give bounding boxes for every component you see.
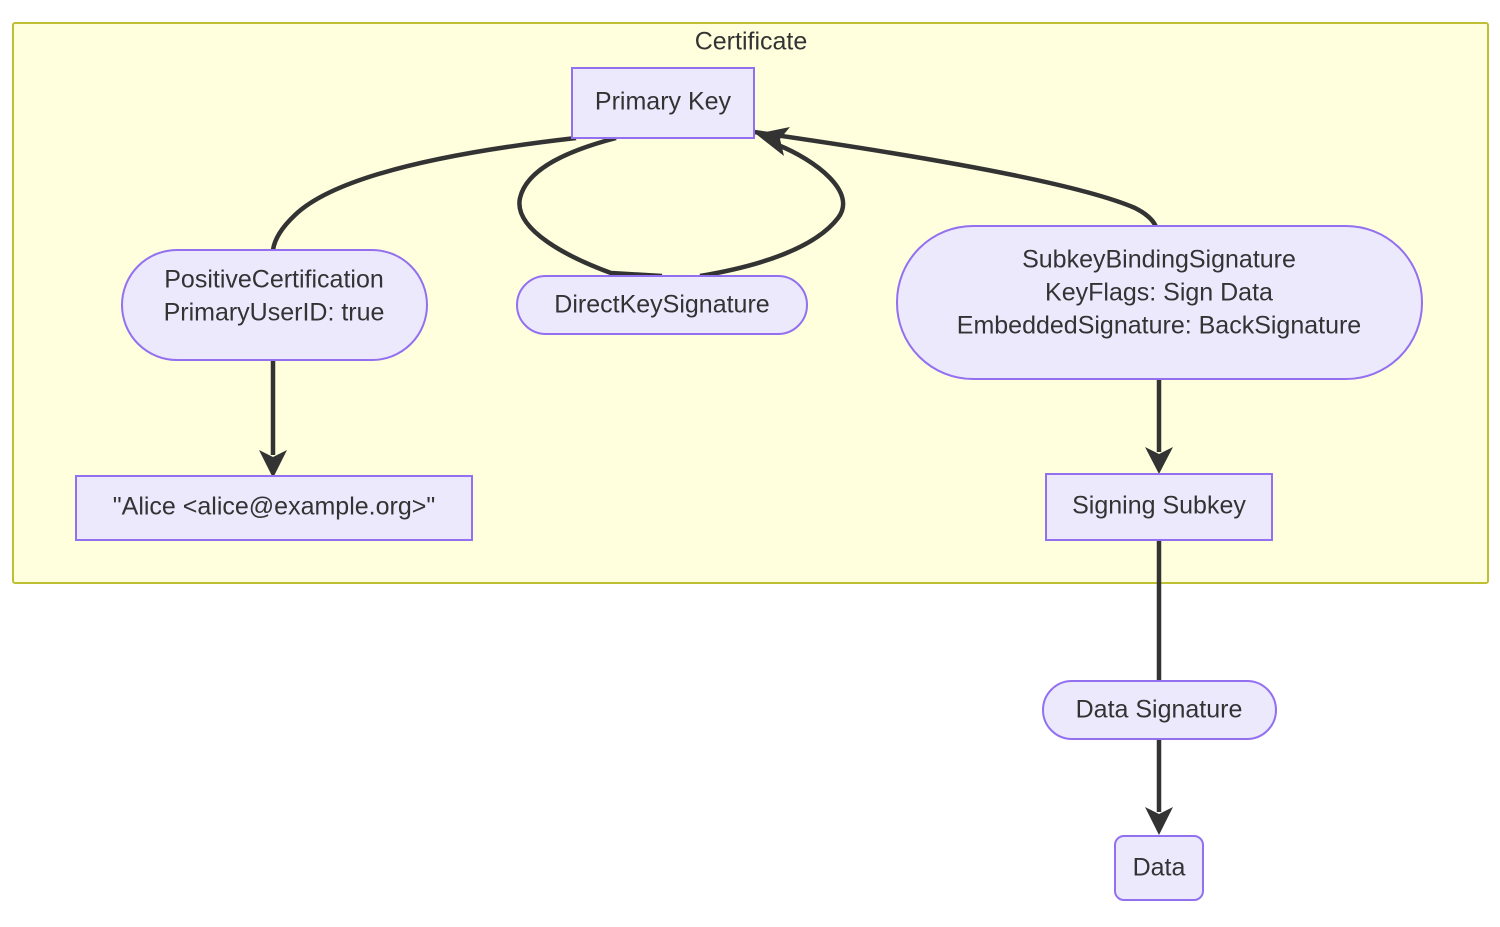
edge-primarykey-to-subkeybindingsignature [753,129,1162,241]
edge-datasignature-to-data [1145,738,1173,835]
node-primary-key-shape[interactable] [571,67,755,139]
node-data[interactable]: Data [1114,835,1204,901]
node-user-id[interactable]: "Alice <alice@example.org>" [75,475,473,541]
node-positive-certification-label-line1: PositiveCertification [164,266,384,294]
node-subkey-binding-signature[interactable]: SubkeyBindingSignature KeyFlags: Sign Da… [896,225,1423,380]
edge-path-primarykey-positivecertification [270,135,577,251]
arrowhead-positivecertification-userid [259,450,287,478]
node-data-label: Data [1133,854,1186,882]
node-primary-key-label: Primary Key [595,88,732,116]
edge-path-primarykey-subkeybindingsignature [753,129,1162,241]
node-primary-key[interactable]: Primary Key [571,67,755,139]
node-subkey-binding-signature-label-line3: EmbeddedSignature: BackSignature [957,312,1361,340]
node-user-id-label: "Alice <alice@example.org>" [113,493,435,521]
node-subkey-binding-signature-label-line2: KeyFlags: Sign Data [1045,279,1273,307]
node-data-signature[interactable]: Data Signature [1042,680,1277,740]
edge-primarykey-to-positivecertification [270,135,577,251]
edge-path-primarykey-directkeysignature [517,135,663,279]
node-subkey-binding-signature-shape[interactable] [896,225,1423,380]
node-positive-certification-shape[interactable] [121,249,428,361]
node-direct-key-signature[interactable]: DirectKeySignature [516,275,808,335]
node-data-signature-label: Data Signature [1076,696,1243,724]
edge-subkeybindingsignature-to-signingsubkey [1145,379,1173,474]
edge-primarykey-to-directkeysignature [517,135,663,279]
node-direct-key-signature-label: DirectKeySignature [554,291,769,319]
edge-path-directkeysignature-primarykey [699,142,846,279]
arrowhead-datasignature-data [1145,807,1173,835]
arrowhead-subkeybindingsignature-signingsubkey [1145,447,1173,474]
node-direct-key-signature-shape[interactable] [516,275,808,335]
node-data-shape[interactable] [1114,835,1204,901]
node-subkey-binding-signature-label-line1: SubkeyBindingSignature [1022,246,1296,274]
node-positive-certification-label-line2: PrimaryUserID: true [164,299,385,327]
node-signing-subkey-label: Signing Subkey [1072,492,1246,520]
cluster-certificate-label: Certificate [695,28,808,56]
edge-positivecertification-to-userid [259,360,287,478]
node-user-id-shape[interactable] [75,475,473,541]
node-data-signature-shape[interactable] [1042,680,1277,740]
node-signing-subkey[interactable]: Signing Subkey [1045,473,1273,541]
node-positive-certification[interactable]: PositiveCertification PrimaryUserID: tru… [121,249,428,361]
node-signing-subkey-shape[interactable] [1045,473,1273,541]
